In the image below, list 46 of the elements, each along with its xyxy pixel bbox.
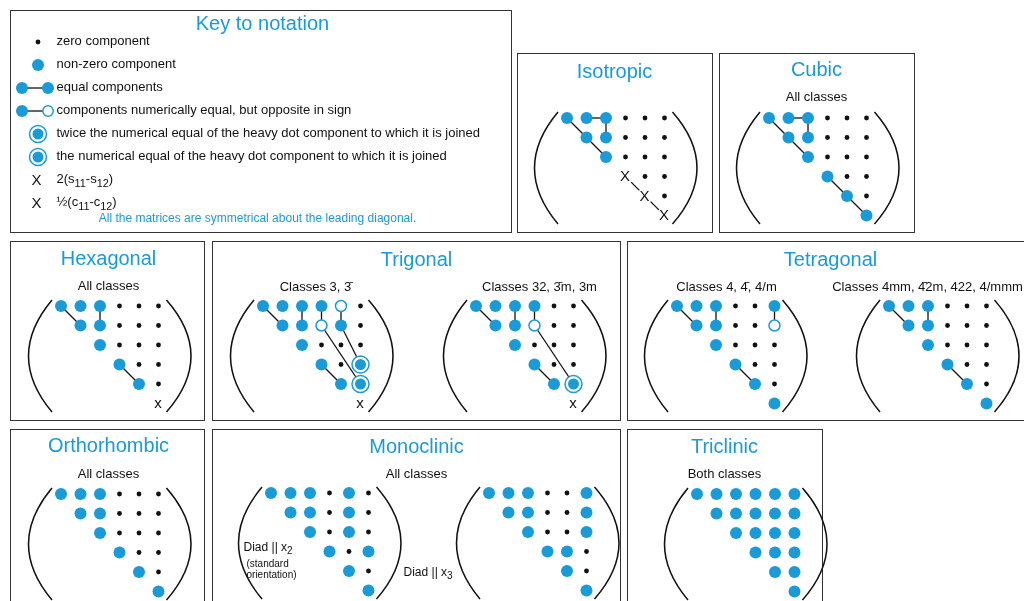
panel-title: Tetragonal xyxy=(783,247,878,270)
legend-label: the numerical equal of the heavy dot component to which it is joined xyxy=(56,148,447,163)
crystal-system-panel xyxy=(212,241,621,421)
legend-label: non-zero component xyxy=(56,56,176,71)
axis-note: (standard orientation) xyxy=(246,557,298,580)
crystal-system-panel xyxy=(627,241,1024,421)
panel-title: Hexagonal xyxy=(60,246,157,269)
legend-label: 2(s$_{11}$-s$_{12}$) xyxy=(56,171,114,189)
panel-title: Cubic xyxy=(790,57,843,80)
panel-title: Orthorhombic xyxy=(47,433,170,456)
crystal-system-panel xyxy=(517,53,713,233)
matrix-entry-symbol: x xyxy=(569,394,577,412)
axis-note: Diad || x$_{3}$ xyxy=(403,565,453,581)
crystal-system-panel xyxy=(10,429,205,601)
matrix-entry-symbol: x xyxy=(154,394,162,412)
panel-title: Monoclinic xyxy=(369,434,464,457)
matrix-entry-symbol: X xyxy=(639,187,650,204)
legend-panel xyxy=(10,10,512,233)
footnote: All the matrices are symmetrical about the leading diagonal. xyxy=(98,211,417,226)
crystal-system-panel xyxy=(212,429,621,601)
class-label: Classes 4mm, 4̄2m, 422, 4/mmm xyxy=(832,279,1023,294)
class-label: Both classes xyxy=(687,466,762,481)
class-label: All classes xyxy=(77,278,140,293)
matrix-entry-symbol: X xyxy=(620,167,630,185)
legend-label: components numerically equal, but opposite in sign xyxy=(56,102,352,117)
class-label: All classes xyxy=(785,89,848,104)
matrix-entry-symbol: X xyxy=(659,206,669,224)
class-label: Classes 32, 3̄m, 3m xyxy=(482,279,597,294)
class-label: Classes 3, 3̄ xyxy=(279,279,352,294)
panel-title: Trigonal xyxy=(380,247,453,270)
matrix-entry-symbol: x xyxy=(356,394,364,412)
crystal-system-panel xyxy=(719,53,915,233)
legend-label: twice the numerical equal of the heavy dot component to which it is joined xyxy=(56,125,480,140)
panel-title: Triclinic xyxy=(691,434,758,457)
class-label: All classes xyxy=(385,466,448,481)
legend-label: zero component xyxy=(56,33,150,48)
class-label: Classes 4, 4̄, 4/m xyxy=(676,279,777,294)
legend-title: Key to notation xyxy=(195,11,330,34)
legend-label: equal components xyxy=(56,79,163,94)
panel-title: Isotropic xyxy=(576,59,653,82)
matrix-entry-symbol: X xyxy=(31,171,42,188)
crystal-system-panel xyxy=(10,241,205,421)
axis-note: Diad || x$_{2}$ xyxy=(243,540,293,556)
matrix-entry-symbol: X xyxy=(31,194,42,211)
class-label: All classes xyxy=(77,466,140,481)
legend-label: ½(c$_{11}$-c$_{12}$) xyxy=(56,194,117,212)
